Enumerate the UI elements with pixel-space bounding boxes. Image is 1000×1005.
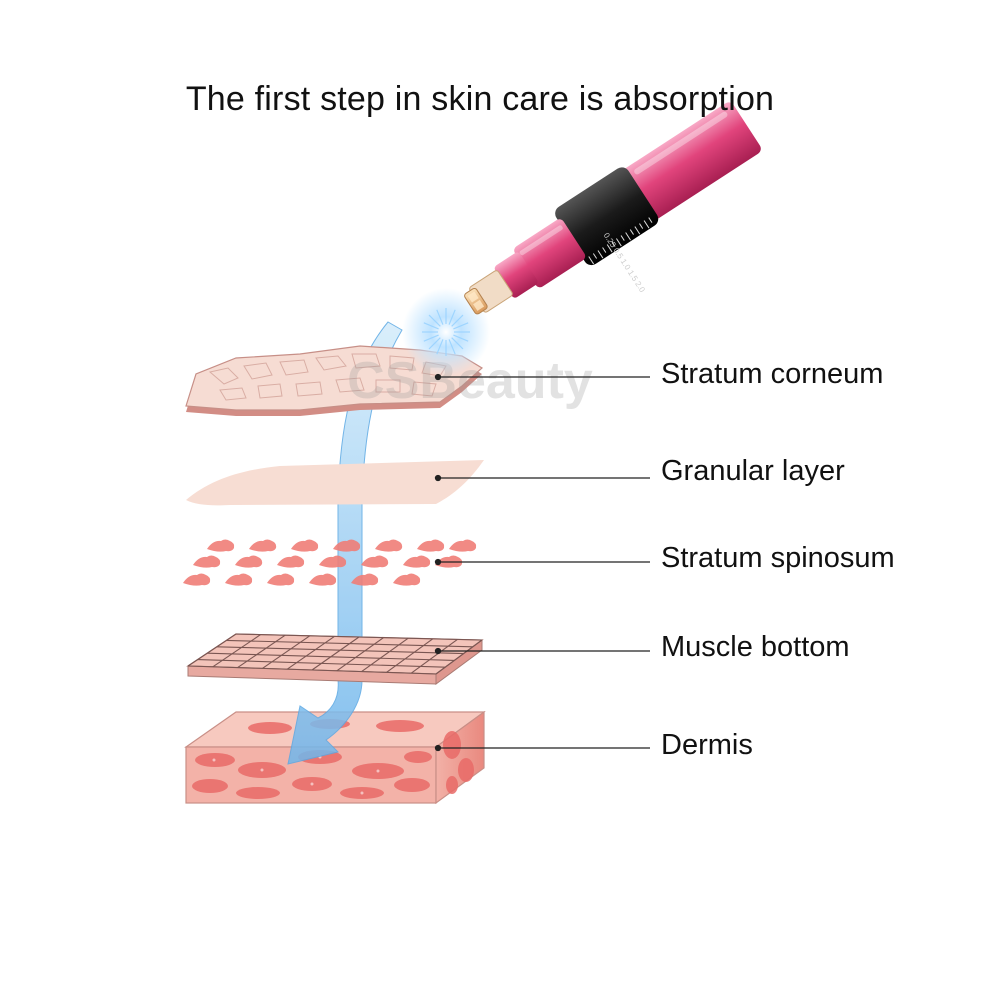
dermis-layer — [184, 710, 486, 805]
label-granular-layer: Granular layer — [661, 455, 845, 487]
leader-lines — [434, 373, 650, 752]
label-stratum-spinosum: Stratum spinosum — [661, 542, 895, 574]
stratum-spinosum-layer — [183, 539, 477, 586]
light-glow-icon — [402, 288, 490, 376]
label-stratum-corneum: Stratum corneum — [661, 358, 884, 390]
label-dermis: Dermis — [661, 729, 753, 761]
page-title: The first step in skin care is absorptio… — [185, 80, 775, 118]
label-muscle-bottom: Muscle bottom — [661, 631, 850, 663]
muscle-bottom-layer — [186, 633, 484, 685]
microneedle-pen-device: 0.25 0.5 1.0 1.5 2.0 — [402, 102, 761, 376]
granular-layer — [186, 460, 484, 506]
